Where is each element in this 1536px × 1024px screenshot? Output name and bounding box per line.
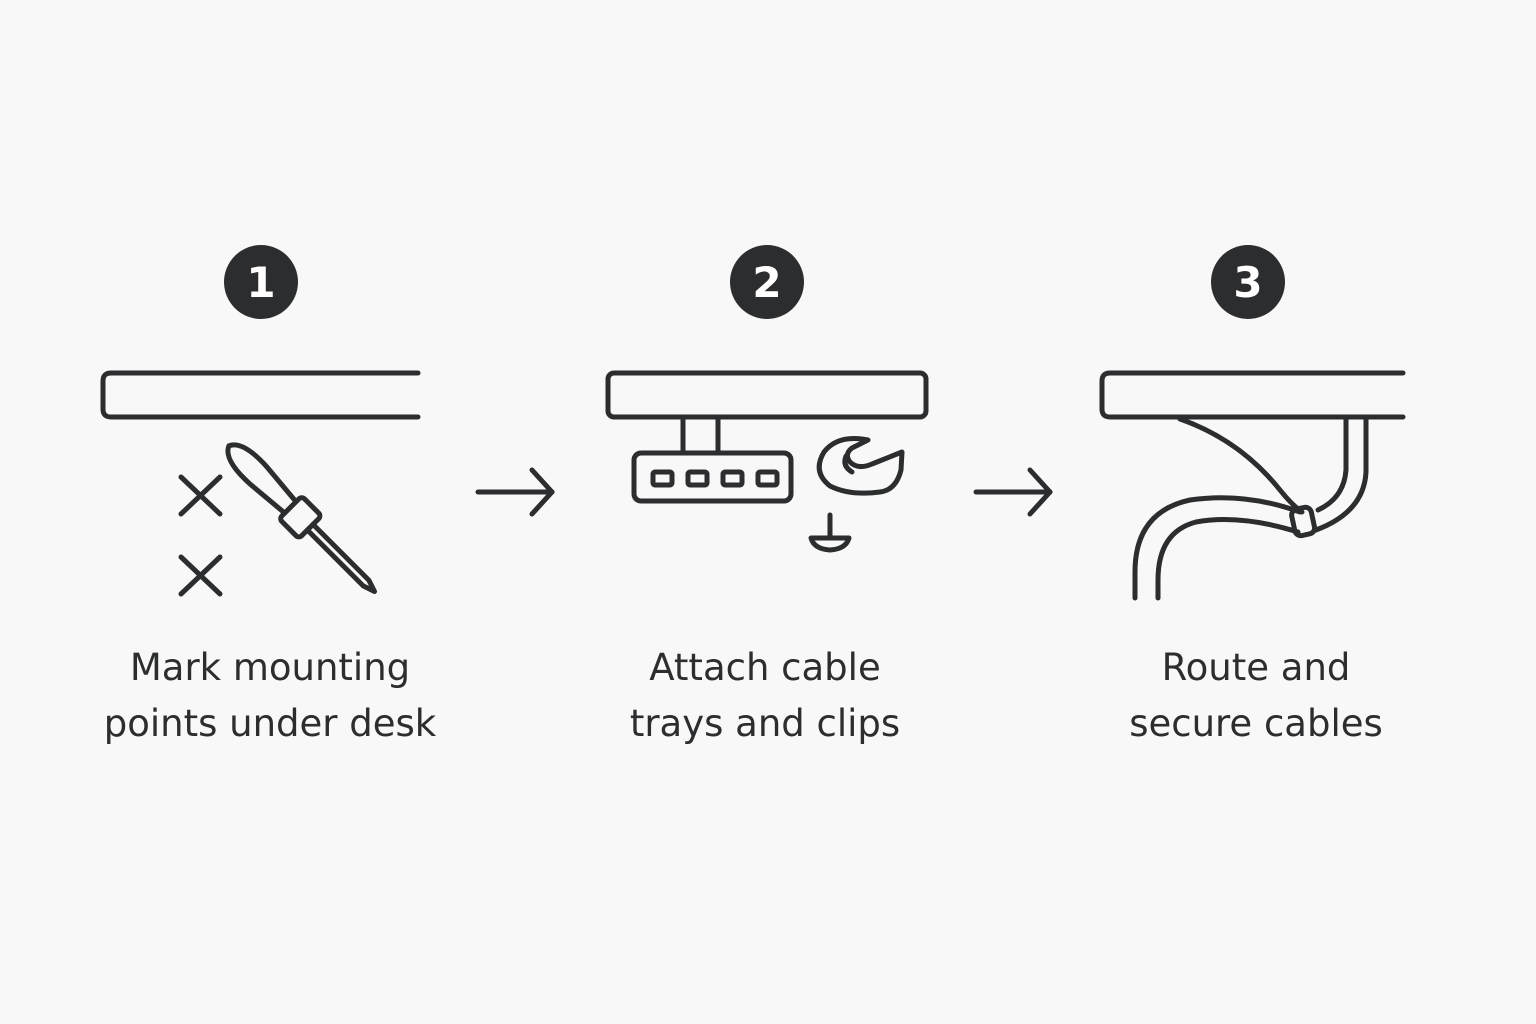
desk-top-icon [605, 370, 929, 420]
screwdriver-icon [225, 442, 378, 595]
step-1-badge: 1 [224, 245, 298, 319]
cable-bundle-icon [1132, 416, 1369, 601]
arrow-right-icon [973, 467, 1053, 517]
step-3-caption-line-1: Route and [1161, 646, 1351, 689]
step-3-badge: 3 [1211, 245, 1285, 319]
step-3-caption-line-2: secure cables [1129, 702, 1383, 745]
step-2-caption-line-2: trays and clips [629, 702, 901, 745]
cross-mark-icon [178, 554, 223, 597]
svg-text:2: 2 [752, 258, 781, 307]
step-1-caption-line-2: points under desk [103, 702, 437, 745]
step-1-caption-line-1: Mark mounting [129, 646, 411, 689]
step-2-caption: Attach cable trays and clips [545, 640, 985, 752]
step-1-caption: Mark mounting points under desk [50, 640, 490, 752]
desk-top-icon [1099, 370, 1406, 420]
step-2: 2 [605, 245, 929, 553]
cable-tray-icon [631, 416, 794, 504]
cable-tie-icon [1289, 504, 1318, 539]
screw-icon [808, 512, 852, 553]
arrow-right-icon [475, 467, 555, 517]
cross-mark-icon [178, 474, 223, 517]
svg-text:1: 1 [246, 258, 275, 307]
step-2-caption-line-1: Attach cable [649, 646, 881, 689]
step-2-badge: 2 [730, 245, 804, 319]
step-3: 3 [1099, 245, 1406, 601]
desk-top-icon [100, 370, 421, 420]
svg-text:3: 3 [1233, 258, 1262, 307]
step-3-caption: Route and secure cables [1036, 640, 1476, 752]
cable-clip-icon [816, 436, 905, 496]
step-1: 1 [100, 245, 421, 597]
